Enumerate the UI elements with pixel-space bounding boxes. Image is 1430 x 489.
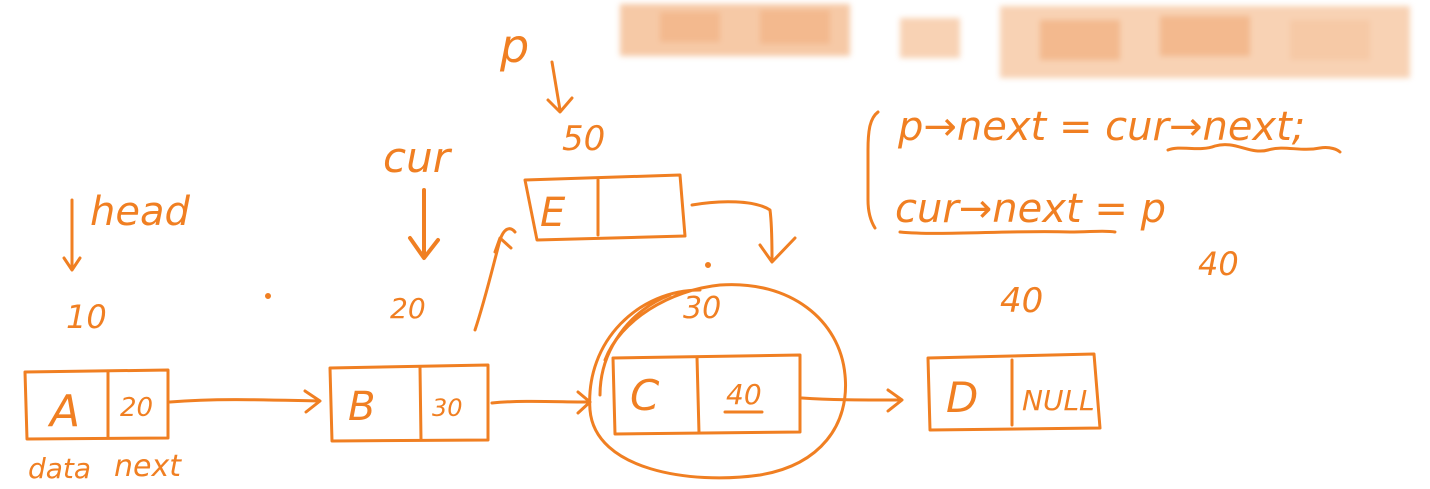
arrow-a-to-b <box>168 389 322 414</box>
blurred-watermark <box>620 4 1410 78</box>
node-c-divider <box>695 355 701 435</box>
code-line-2: cur→next = p <box>895 186 1166 232</box>
field-data-label: data <box>28 452 91 485</box>
addr-a-label: 10 <box>66 298 107 336</box>
node-c-circle-inner <box>598 293 672 397</box>
addr-c-label: 30 <box>683 291 721 326</box>
node-a-data: A <box>47 386 80 437</box>
addr-d-label: 40 <box>1000 281 1043 321</box>
node-a <box>23 368 170 441</box>
node-b-next: 30 <box>432 394 463 422</box>
node-c-circle <box>588 283 848 480</box>
cur-label: cur <box>383 133 453 182</box>
node-d <box>926 352 1102 432</box>
p-pointer-arrow <box>546 60 574 114</box>
arrow-c-to-d <box>800 388 904 413</box>
node-b-data: B <box>348 384 375 430</box>
stray-dot <box>265 293 271 299</box>
node-c <box>611 353 802 436</box>
addr-b-label: 20 <box>390 292 426 325</box>
addr-e-label: 50 <box>562 119 605 159</box>
node-c-data: C <box>630 371 660 420</box>
node-b <box>328 363 490 443</box>
field-next-label: next <box>114 449 182 484</box>
addr-extra-label: 40 <box>1198 245 1239 283</box>
arrow-b-to-c <box>490 390 592 415</box>
node-c-next: 40 <box>726 378 762 411</box>
node-e-data: E <box>540 190 566 236</box>
code-bracket <box>866 110 880 230</box>
node-a-next: 20 <box>120 393 153 423</box>
arrow-e-to-c <box>690 200 797 264</box>
node-e-box <box>523 173 687 242</box>
stray-dot <box>705 262 711 268</box>
p-label: p <box>499 19 529 73</box>
arrow-b-to-e <box>473 227 517 332</box>
code-line-1: p→next = cur→next; <box>897 104 1305 150</box>
cur-pointer-arrow <box>408 188 440 260</box>
node-b-divider <box>418 365 423 442</box>
code-underline <box>898 229 1117 235</box>
node-d-data: D <box>946 373 978 422</box>
head-pointer-arrow <box>62 198 82 272</box>
node-d-next: NULL <box>1022 384 1095 417</box>
node-c-box <box>611 353 802 436</box>
code-squiggle <box>1166 143 1342 154</box>
node-e <box>523 173 687 242</box>
head-label: head <box>90 189 190 235</box>
node-d-box <box>926 352 1102 432</box>
node-a-box <box>23 368 170 441</box>
node-b-box <box>328 363 490 443</box>
